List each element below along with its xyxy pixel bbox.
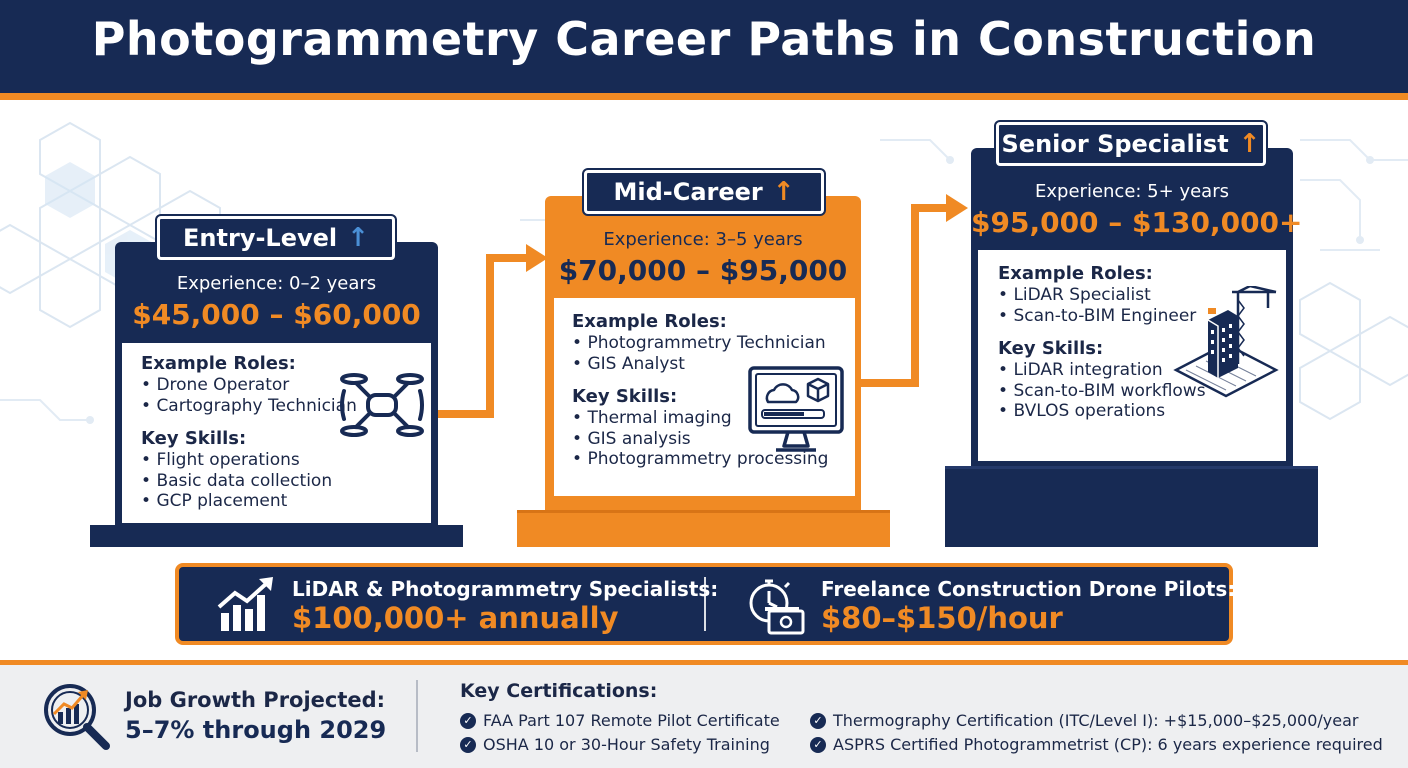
salary-range: $95,000 – $130,000+ xyxy=(971,206,1303,239)
certification-item: ✓ Thermography Certification (ITC/Level … xyxy=(810,711,1358,730)
certification-text: OSHA 10 or 30-Hour Safety Training xyxy=(483,735,770,754)
building-crane-icon xyxy=(1173,286,1279,398)
job-growth-value: 5–7% through 2029 xyxy=(125,716,387,744)
role-item: GIS Analyst xyxy=(572,354,855,375)
certification-text: ASPRS Certified Photogrammetrist (CP): 6… xyxy=(833,735,1383,754)
skill-item: Flight operations xyxy=(141,450,431,471)
card-details: Example Roles: Drone Operator Cartograph… xyxy=(122,343,431,523)
skills-title: Key Skills: xyxy=(141,428,247,449)
footer-accent-line xyxy=(0,660,1408,665)
skills-title: Key Skills: xyxy=(572,386,678,407)
card-base xyxy=(945,466,1318,547)
skill-item: Thermal imaging xyxy=(572,408,855,429)
roles-title: Example Roles: xyxy=(998,263,1153,284)
skill-item: GCP placement xyxy=(141,491,431,512)
header-banner xyxy=(0,0,1408,93)
stopwatch-money-icon xyxy=(749,579,805,635)
certification-item: ✓ OSHA 10 or 30-Hour Safety Training xyxy=(460,735,770,754)
card-base xyxy=(517,510,890,547)
up-arrow-icon: ↑ xyxy=(772,177,795,207)
experience-text: Experience: 0–2 years xyxy=(176,273,377,294)
highlight-label: LiDAR & Photogrammetry Specialists: xyxy=(292,577,719,601)
skill-item: Basic data collection xyxy=(141,471,431,492)
role-item: Drone Operator xyxy=(141,375,431,396)
certifications-title: Key Certifications: xyxy=(460,680,658,702)
stage-tag: Senior Specialist ↑ xyxy=(996,122,1266,166)
magnifier-growth-icon xyxy=(44,684,110,750)
certification-text: FAA Part 107 Remote Pilot Certificate xyxy=(483,711,780,730)
card-details: Example Roles: LiDAR Specialist Scan-to-… xyxy=(978,250,1286,461)
stage-name: Mid-Career xyxy=(613,178,763,206)
stage-tag: Entry-Level ↑ xyxy=(157,216,395,260)
salary-range: $45,000 – $60,000 xyxy=(132,298,421,331)
certification-item: ✓ FAA Part 107 Remote Pilot Certificate xyxy=(460,711,780,730)
skill-item: BVLOS operations xyxy=(998,401,1286,422)
check-circle-icon: ✓ xyxy=(460,736,476,753)
stage-name: Entry-Level xyxy=(183,224,338,252)
footer-divider xyxy=(416,680,418,752)
check-circle-icon: ✓ xyxy=(810,736,826,753)
computer-monitor-icon xyxy=(748,366,844,452)
skill-item: GIS analysis xyxy=(572,429,855,450)
role-item: Scan-to-BIM Engineer xyxy=(998,306,1286,327)
up-arrow-icon: ↑ xyxy=(347,223,369,253)
check-circle-icon: ✓ xyxy=(460,712,476,729)
header-accent-line xyxy=(0,93,1408,100)
card-details: Example Roles: Photogrammetry Technician… xyxy=(554,298,855,496)
check-circle-icon: ✓ xyxy=(810,712,826,729)
footer-panel xyxy=(0,663,1408,768)
highlight-value: $100,000+ annually xyxy=(292,601,619,635)
skill-item: Scan-to-BIM workflows xyxy=(998,381,1286,402)
up-arrow-icon: ↑ xyxy=(1238,129,1261,159)
highlight-label: Freelance Construction Drone Pilots: xyxy=(821,577,1236,601)
drone-icon xyxy=(340,373,424,437)
skill-item: LiDAR integration xyxy=(998,360,1286,381)
page-title: Photogrammetry Career Paths in Construct… xyxy=(91,12,1317,66)
job-growth-label: Job Growth Projected: xyxy=(125,688,386,712)
highlight-value: $80–$150/hour xyxy=(821,601,1063,635)
highlight-divider xyxy=(704,577,706,631)
card-base xyxy=(90,525,463,547)
stage-tag: Mid-Career ↑ xyxy=(584,170,824,214)
roles-title: Example Roles: xyxy=(572,311,727,332)
experience-text: Experience: 5+ years xyxy=(1035,181,1229,202)
stage-name: Senior Specialist xyxy=(1001,130,1229,158)
experience-text: Experience: 3–5 years xyxy=(603,229,803,250)
skills-title: Key Skills: xyxy=(998,338,1104,359)
salary-range: $70,000 – $95,000 xyxy=(558,254,848,287)
salary-highlights-banner: LiDAR & Photogrammetry Specialists: $100… xyxy=(175,563,1236,645)
role-item: Cartography Technician xyxy=(141,396,431,417)
role-item: LiDAR Specialist xyxy=(998,285,1286,306)
certification-text: Thermography Certification (ITC/Level I)… xyxy=(833,711,1359,730)
roles-title: Example Roles: xyxy=(141,353,296,374)
skill-item: Photogrammetry processing xyxy=(572,449,855,470)
certification-item: ✓ ASPRS Certified Photogrammetrist (CP):… xyxy=(810,735,1383,754)
role-item: Photogrammetry Technician xyxy=(572,333,855,354)
hexagon-background-decoration xyxy=(0,121,1408,424)
growth-chart-icon xyxy=(217,577,273,631)
